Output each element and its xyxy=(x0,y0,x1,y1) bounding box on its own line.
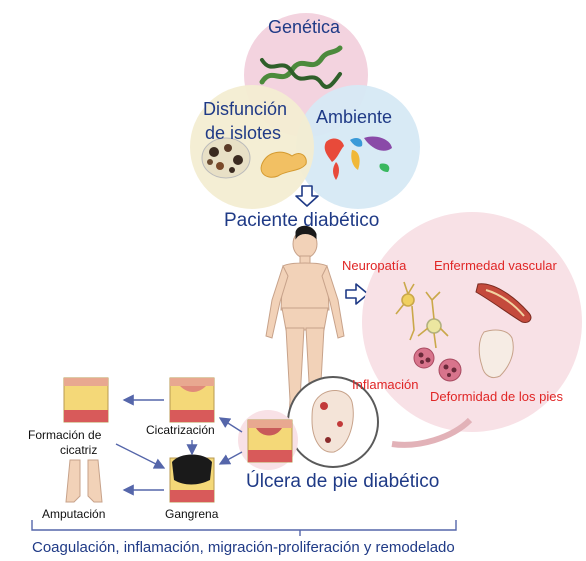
inflammation-label: Inflamación xyxy=(352,377,419,392)
inflammation-cells-icon xyxy=(413,347,462,382)
patient-label: Paciente diabético xyxy=(224,210,380,231)
gangrene-section-icon xyxy=(169,454,215,503)
flow-arrows xyxy=(115,394,243,496)
right-arrow-icon xyxy=(345,283,369,305)
genetics-label: Genética xyxy=(268,17,341,37)
islet-label-line1: Disfunción xyxy=(203,99,288,119)
vascular-disease-label: Enfermedad vascular xyxy=(434,258,557,273)
healing-section-icon xyxy=(169,377,215,423)
neuron-icon xyxy=(395,281,449,349)
deformed-foot-icon xyxy=(478,329,514,379)
amputation-label: Amputación xyxy=(42,507,106,521)
gangrene-label: Gangrena xyxy=(165,507,219,521)
amputated-legs-icon xyxy=(65,459,103,503)
healing-label: Cicatrización xyxy=(146,423,215,437)
down-arrow-icon xyxy=(295,185,319,207)
complications-bubble xyxy=(362,212,582,432)
dna-helix-icon xyxy=(259,45,343,89)
return-arrow xyxy=(391,417,473,448)
islet-label-line2: de islotes xyxy=(205,123,282,143)
world-map-icon xyxy=(324,136,392,180)
ulcer-foot-icon xyxy=(311,390,354,453)
environment-circle xyxy=(296,85,420,209)
healing-phases-label: Coagulación, inflamación, migración-prol… xyxy=(32,539,455,556)
blood-vessel-icon xyxy=(475,283,532,323)
foot-deformity-label: Deformidad de los pies xyxy=(430,389,563,404)
scar-section-icon xyxy=(63,377,109,423)
environment-label: Ambiente xyxy=(316,107,393,127)
ulcer-label: Úlcera de pie diabético xyxy=(246,471,440,492)
ulcer-section-icon xyxy=(238,410,298,470)
scar-label-line1: Formación de xyxy=(28,428,102,442)
scar-label-line2: cicatriz xyxy=(60,443,98,457)
neuropathy-label: Neuropatía xyxy=(342,258,407,273)
human-figure-icon xyxy=(265,225,345,441)
pancreas-icon xyxy=(260,151,307,178)
phases-bracket xyxy=(31,520,457,536)
islet-cells-icon xyxy=(201,137,251,179)
